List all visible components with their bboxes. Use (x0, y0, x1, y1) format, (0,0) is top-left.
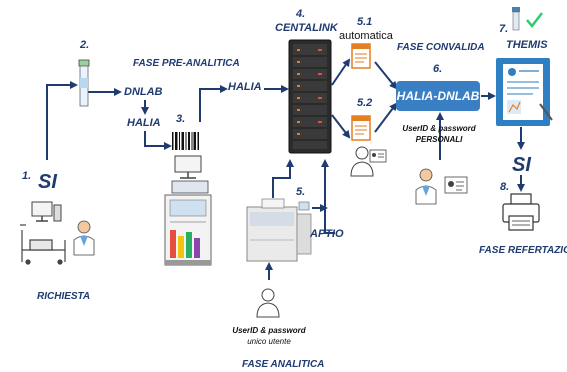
fase-refertazione-label: FASE REFERTAZIONE (479, 245, 567, 256)
arrow-halia-to-barcode (144, 131, 172, 150)
unico-utente-label: unico utente (247, 337, 291, 346)
centalink-server-icon (288, 39, 332, 154)
connector-arrows (46, 58, 525, 280)
userid-personal-label: UserID & password (402, 124, 476, 133)
step-6-number: 6. (433, 63, 443, 75)
patient-bed-icon (20, 224, 66, 265)
printer-icon (502, 193, 540, 231)
arrow-centalink-to-5-2 (331, 114, 351, 139)
automatica-label: automatica (339, 30, 393, 42)
vial-icon (512, 7, 520, 31)
halia-main-label: HALIA (228, 81, 262, 93)
userid-unico-label: UserID & password (232, 326, 306, 335)
fase-pre-analitica-label: FASE PRE-ANALITICA (133, 58, 240, 69)
fase-convalida-label: FASE CONVALIDA (397, 42, 485, 53)
si-right-label: SI (512, 154, 531, 176)
doctor-icon (73, 220, 95, 256)
step-4-number: 4. (296, 8, 306, 20)
barcode-icon (172, 132, 199, 150)
halia-dnlab-box: HALIA-DNLAB (396, 81, 480, 111)
analyst-user-icon (256, 288, 280, 318)
analyzer-icon (246, 198, 312, 262)
centalink-label: CENTALINK (275, 22, 338, 34)
themis-report-icon (496, 58, 553, 126)
arrow-5-1-to-halia-dnlab (374, 61, 398, 90)
step-7-number: 7. (499, 23, 509, 35)
arrow-analyzer-to-centalink (272, 159, 294, 198)
themis-label: THEMIS (506, 39, 548, 51)
step-1-number: 1. (22, 170, 32, 182)
test-tube-icon (78, 59, 90, 107)
si-left-label: SI (38, 171, 57, 193)
personal-user-icon (415, 168, 468, 205)
document-manual-icon (351, 115, 371, 141)
validator-user-icon (350, 146, 387, 177)
arrow-aptio-to-centalink (321, 159, 335, 234)
arrow-5-2-to-halia-dnlab (374, 102, 398, 133)
arrow-to-halia-main (199, 85, 228, 122)
arrow-centalink-to-5-1 (331, 58, 351, 86)
arrow-si-to-tube (46, 81, 78, 160)
step-5-number: 5. (296, 186, 306, 198)
step-5-1-number: 5.1 (357, 16, 373, 28)
step-2-number: 2. (80, 39, 90, 51)
sample-processor-icon (164, 194, 212, 266)
personali-label: PERSONALI (415, 135, 463, 144)
document-auto-icon (351, 43, 371, 69)
aptio-label: APTIO (310, 228, 344, 240)
halia-small-label: HALIA (127, 117, 161, 129)
workstation-icon (31, 201, 62, 222)
step-5-2-number: 5.2 (357, 97, 373, 109)
richiesta-label: RICHIESTA (37, 291, 91, 302)
step-3-number: 3. (176, 113, 186, 125)
dnlab-label: DNLAB (124, 86, 163, 98)
fase-analitica-label: FASE ANALITICA (242, 359, 325, 370)
check-icon (526, 12, 543, 28)
lab-workstation-icon (171, 155, 209, 194)
step-8-number: 8. (500, 181, 510, 193)
